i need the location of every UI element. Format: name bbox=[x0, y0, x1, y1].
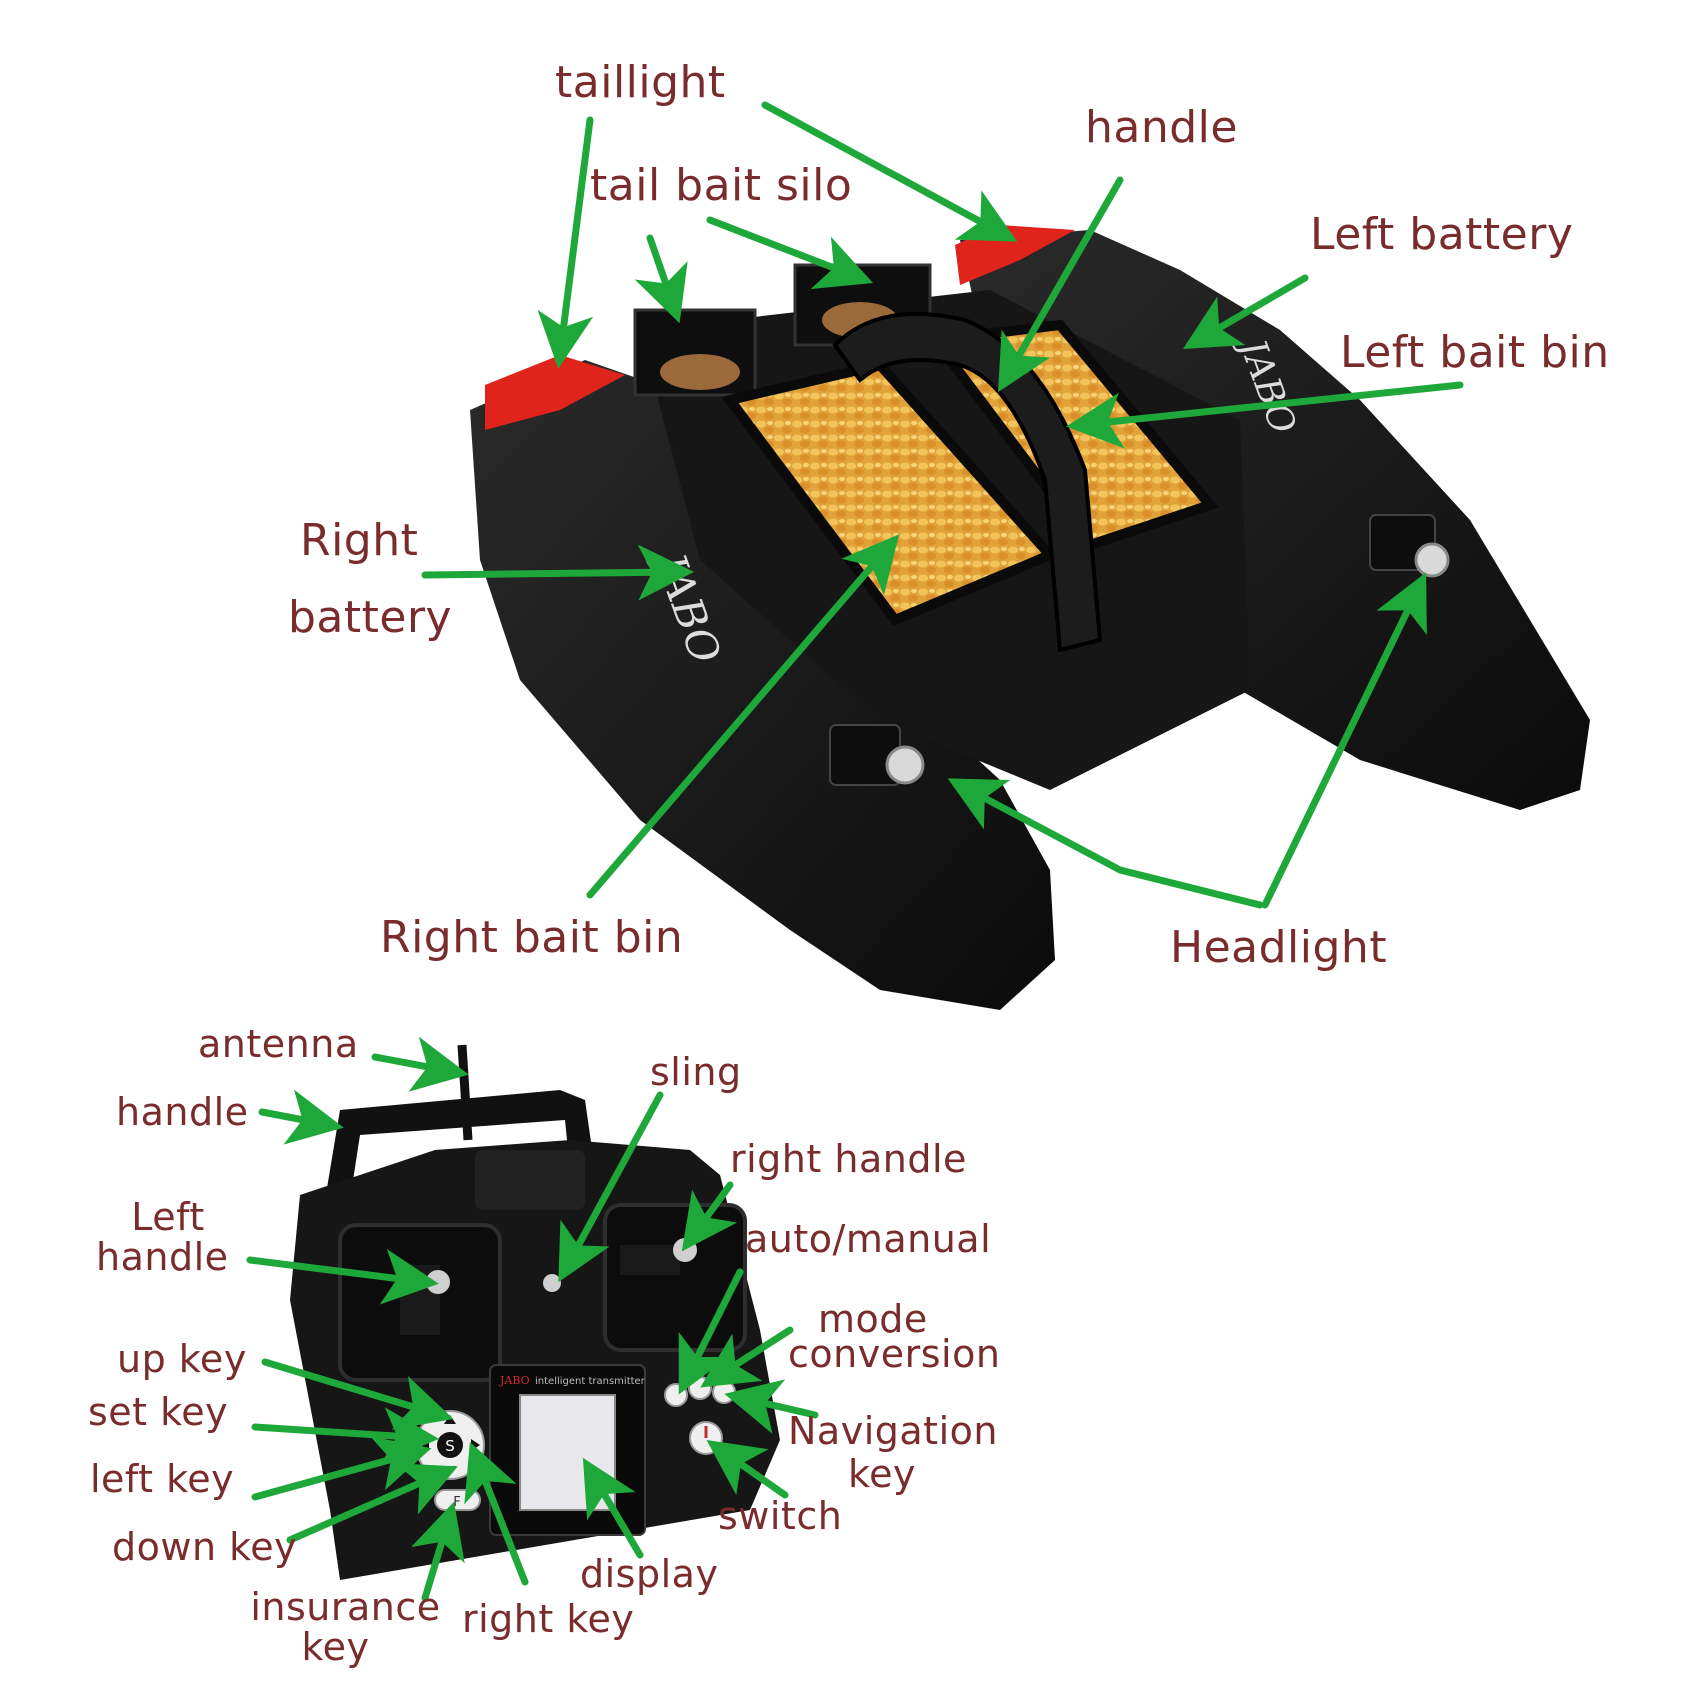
label-sling: sling bbox=[650, 1050, 742, 1094]
arrow-insurance-key bbox=[411, 1501, 465, 1602]
f-key-glyph: F bbox=[453, 1495, 460, 1510]
label-right-key: right key bbox=[462, 1597, 635, 1641]
label-display: display bbox=[580, 1552, 719, 1596]
label-left-bait-bin: Left bait bin bbox=[1340, 327, 1610, 378]
headlight-right bbox=[885, 745, 925, 785]
screen-title: intelligent transmitter bbox=[535, 1376, 646, 1387]
boat-handle bbox=[832, 311, 1103, 653]
right-gimbal bbox=[603, 1203, 747, 1352]
label-insurance-key-2: key bbox=[301, 1625, 370, 1669]
arrow-right-battery bbox=[421, 544, 694, 601]
arrow-left-handle bbox=[246, 1248, 439, 1305]
mode-button bbox=[688, 1376, 712, 1400]
arrow-display bbox=[582, 1457, 644, 1559]
arrow-taillight-2 bbox=[761, 101, 1018, 242]
arrow-set-key bbox=[251, 1407, 439, 1464]
label-down-key: down key bbox=[112, 1525, 298, 1569]
arrow-taillight-1 bbox=[537, 116, 594, 369]
arrow-headlight-1 bbox=[947, 778, 1264, 909]
arrow-navigation bbox=[724, 1379, 819, 1434]
right-hull bbox=[470, 360, 1055, 1010]
arrow-antenna bbox=[371, 1036, 469, 1092]
arrow-tail-silo-2 bbox=[706, 216, 874, 289]
label-right-battery-1: Right bbox=[300, 515, 419, 566]
left-stick bbox=[426, 1270, 450, 1294]
label-switch: switch bbox=[718, 1494, 843, 1538]
label-left-battery: Left battery bbox=[1310, 209, 1574, 260]
label-remote-handle: handle bbox=[116, 1090, 249, 1134]
arrow-headlight-2 bbox=[1261, 572, 1427, 909]
arrow-left-bait-bin bbox=[1066, 381, 1464, 449]
arrow-down-key bbox=[286, 1463, 458, 1544]
remote-handle bbox=[325, 1090, 595, 1200]
label-auto-manual: auto/manual bbox=[745, 1217, 992, 1261]
label-taillight: taillight bbox=[555, 57, 726, 108]
label-mode-conversion-2: conversion bbox=[788, 1332, 1001, 1376]
sling-hook bbox=[543, 1274, 561, 1292]
arrow-switch bbox=[706, 1439, 789, 1499]
arrow-mode bbox=[700, 1326, 794, 1388]
label-mode-conversion-1: mode bbox=[818, 1297, 928, 1341]
label-navigation-key-2: key bbox=[848, 1452, 917, 1496]
remote-transmitter: JABO intelligent transmitter S F bbox=[290, 1044, 780, 1580]
label-left-handle-1: Left bbox=[131, 1195, 205, 1239]
label-up-key: up key bbox=[117, 1337, 247, 1381]
right-stick bbox=[673, 1238, 697, 1262]
label-headlight: Headlight bbox=[1170, 922, 1388, 973]
label-insurance-key-1: insurance bbox=[250, 1585, 441, 1629]
arrow-auto-manual bbox=[678, 1268, 744, 1395]
label-navigation-key-1: Navigation bbox=[788, 1409, 998, 1453]
auto-manual-button bbox=[664, 1383, 688, 1407]
arrow-right-bait-bin bbox=[586, 534, 900, 899]
set-key-glyph: S bbox=[445, 1437, 455, 1455]
label-right-battery-2: battery bbox=[288, 592, 453, 643]
taillight-right bbox=[485, 355, 625, 430]
arrow-up-key bbox=[261, 1358, 454, 1430]
arrow-remote-handle bbox=[258, 1089, 344, 1145]
headlight-left bbox=[1414, 542, 1450, 578]
label-tail-bait-silo: tail bait silo bbox=[590, 160, 853, 211]
label-set-key: set key bbox=[88, 1390, 229, 1434]
label-handle: handle bbox=[1085, 102, 1238, 153]
arrow-tail-silo-1 bbox=[634, 234, 688, 324]
label-antenna: antenna bbox=[198, 1022, 359, 1066]
arrow-right-key bbox=[464, 1441, 529, 1586]
arrow-left-key bbox=[251, 1436, 432, 1501]
arrow-left-battery bbox=[1182, 274, 1309, 350]
arrow-sling bbox=[558, 1091, 664, 1283]
nav-button bbox=[712, 1380, 736, 1404]
bait-boat: JABO JABO bbox=[470, 225, 1590, 1010]
label-right-bait-bin: Right bait bin bbox=[380, 912, 684, 963]
arrow-right-handle bbox=[681, 1181, 738, 1252]
arrow-handle bbox=[998, 176, 1124, 393]
label-left-handle-2: handle bbox=[96, 1235, 229, 1279]
label-left-key: left key bbox=[90, 1457, 235, 1501]
screen-brand: JABO bbox=[499, 1374, 530, 1387]
label-right-handle: right handle bbox=[730, 1137, 967, 1181]
annotation-arrows bbox=[246, 101, 1464, 1602]
